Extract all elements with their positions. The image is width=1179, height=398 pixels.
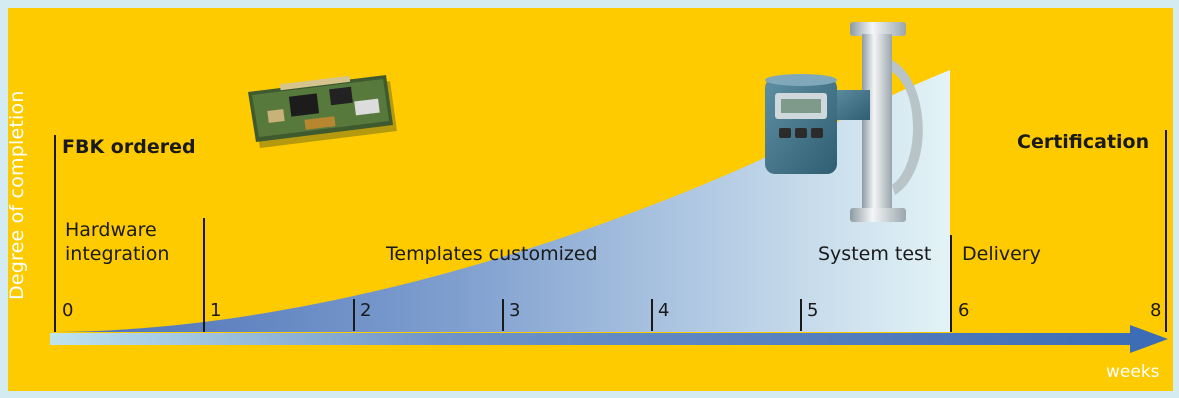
- phase-label-hardware-2: integration: [65, 243, 170, 265]
- circuit-board-image: [248, 75, 397, 148]
- tick-label-6: 6: [958, 300, 970, 321]
- phase-line-0: [54, 135, 56, 332]
- completion-curve: [55, 70, 950, 332]
- tick-line-3: [502, 299, 504, 331]
- tick-label-4: 4: [658, 300, 670, 321]
- phase-label-templates: Templates customized: [386, 243, 598, 265]
- phase-line-1: [203, 218, 205, 332]
- tick-label-2: 2: [360, 300, 372, 321]
- phase-label-delivery: Delivery: [962, 243, 1041, 265]
- milestone-start-label: FBK ordered: [62, 136, 196, 158]
- phase-line-6: [950, 235, 952, 332]
- tick-label-5: 5: [807, 300, 819, 321]
- tick-line-4: [651, 299, 653, 331]
- tick-label-8: 8: [1150, 300, 1162, 321]
- tick-label-1: 1: [210, 300, 222, 321]
- tick-label-0: 0: [62, 300, 74, 321]
- x-axis-unit-label: weeks: [1106, 362, 1160, 382]
- phase-label-system-test: System test: [818, 243, 932, 265]
- flowmeter-image: [765, 22, 923, 222]
- tick-line-5: [800, 299, 802, 331]
- y-axis-title: Degree of completion: [6, 90, 28, 300]
- milestone-end-label: Certification: [1017, 131, 1150, 153]
- timeline-arrow: [50, 325, 1168, 353]
- tick-line-2: [353, 299, 355, 331]
- phase-label-hardware-1: Hardware: [65, 219, 157, 241]
- tick-label-3: 3: [509, 300, 521, 321]
- phase-line-8: [1165, 130, 1167, 332]
